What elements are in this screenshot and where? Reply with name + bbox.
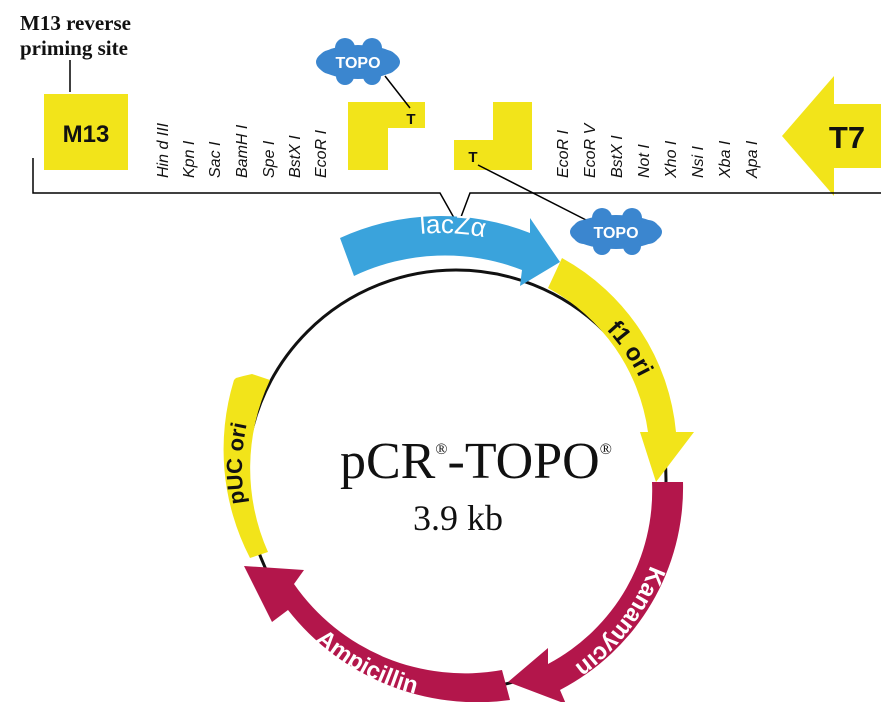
site-xho-i: Xho I <box>663 140 680 179</box>
site-sac-i: Sac I <box>207 141 224 178</box>
t7-arrow <box>782 76 881 196</box>
site-nsi-i: Nsi I <box>690 145 707 178</box>
t-overhang-left: T <box>406 111 415 128</box>
m13-box <box>44 94 128 170</box>
lacz-alpha-label: lacZα <box>419 209 489 243</box>
plasmid-size: 3.9 kb <box>413 498 503 538</box>
plasmid-name: pCR®-TOPO® <box>340 433 612 490</box>
kanamycin-feature <box>508 482 684 702</box>
insert-overhang-left <box>348 102 425 170</box>
t7-label: T7 <box>829 120 865 155</box>
site-spe-i: Spe I <box>261 140 278 178</box>
site-ecor-v: EcoR V <box>582 122 599 178</box>
topo-connector-top <box>384 75 411 109</box>
right-restriction-sites: EcoR I EcoR V BstX I Not I Xho I Nsi I X… <box>555 122 761 179</box>
mcs-bracket <box>32 158 881 227</box>
site-xba-i: Xba I <box>717 140 734 179</box>
site-bamh-i: BamH I <box>234 124 251 178</box>
ampicillin-label: Ampicillin <box>311 624 421 699</box>
topo-cloud-top: TOPO <box>316 38 400 85</box>
m13-box-label: M13 <box>63 121 110 148</box>
kanamycin-label: Kanamycin <box>571 563 670 683</box>
lacz-alpha-feature <box>340 215 560 286</box>
site-bstx-i: BstX I <box>287 135 304 178</box>
puc-ori-feature <box>223 374 270 558</box>
topo-label-top: TOPO <box>335 55 380 72</box>
insert-overhang-right <box>454 102 532 170</box>
f1-ori-feature <box>548 258 694 482</box>
site-not-i: Not I <box>636 144 653 178</box>
topo-label-bottom: TOPO <box>593 225 638 242</box>
site-ecor-i-right: EcoR I <box>555 129 572 178</box>
site-bstx-i-right: BstX I <box>609 135 626 178</box>
site-ecor-i-left: EcoR I <box>313 129 330 178</box>
primer-label-line2: priming site <box>20 36 128 60</box>
primer-label-line1: M13 reverse <box>20 11 131 35</box>
ampicillin-feature <box>244 566 510 702</box>
t-overhang-right: T <box>468 149 477 166</box>
site-hind-iii: Hin d III <box>155 122 172 178</box>
topo-cloud-bottom: TOPO <box>570 208 662 255</box>
site-apa-i: Apa I <box>744 140 761 179</box>
site-kpn-i: Kpn I <box>181 140 198 178</box>
left-restriction-sites: Hin d III Kpn I Sac I BamH I Spe I BstX … <box>155 122 330 178</box>
